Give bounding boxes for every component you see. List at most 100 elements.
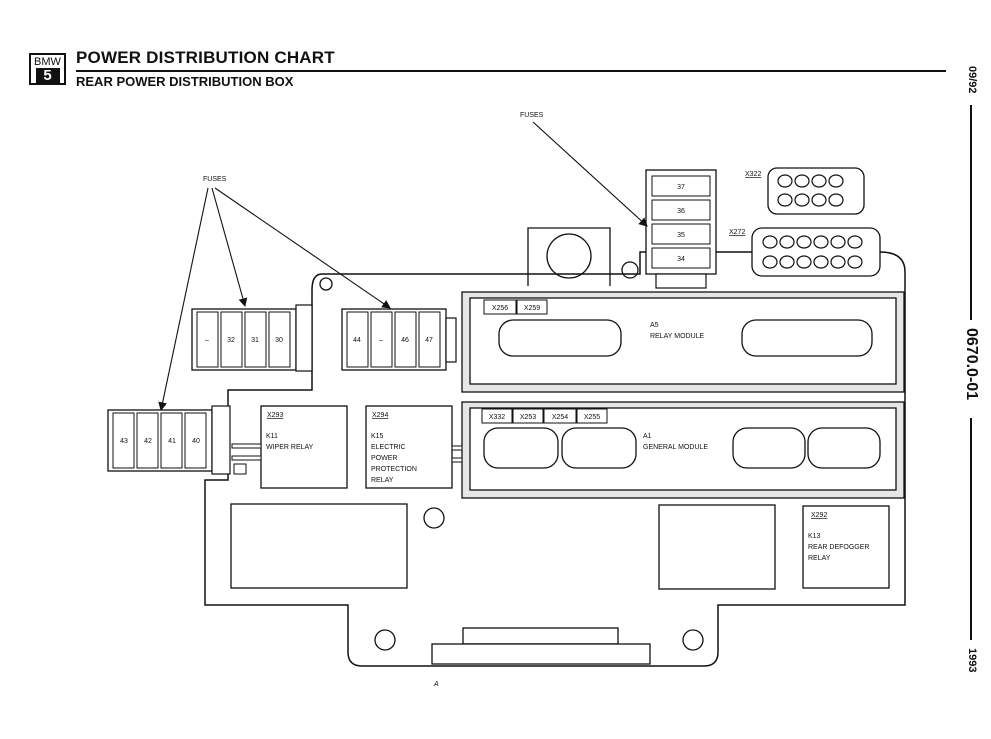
- connector-x272-label: X272: [729, 229, 745, 236]
- header-rule: [76, 70, 946, 72]
- general-module-socket-3: [732, 427, 806, 469]
- bottom-connector-base: [431, 643, 651, 665]
- defogger-relay-line-1: REAR DEFOGGER: [808, 544, 869, 551]
- fuse-36: 36: [677, 208, 685, 215]
- relay-module-tag-box: [516, 299, 548, 315]
- fuse-b-2: –: [379, 337, 383, 344]
- epp-relay-line-4: RELAY: [371, 477, 394, 484]
- general-module-socket-4: [807, 427, 881, 469]
- fuse-block-b: [341, 308, 447, 371]
- fuse-stack-foot: [655, 273, 707, 289]
- general-module-socket-2: [561, 427, 637, 469]
- fuse-block-c-slots: [112, 412, 207, 469]
- relay-module-socket-left: [498, 319, 622, 357]
- margin-line-2: [970, 418, 972, 640]
- page-title: POWER DISTRIBUTION CHART: [76, 48, 335, 67]
- general-module-tag-x255: X255: [584, 414, 600, 421]
- relay-module-id: A5: [650, 322, 659, 329]
- general-module-id: A1: [643, 433, 652, 440]
- fuses-callout-top: FUSES: [520, 112, 544, 119]
- fuse-46: 46: [401, 337, 409, 344]
- bmw-logo: BMW 5: [29, 53, 66, 85]
- epp-relay-line-1: ELECTRIC: [371, 444, 406, 451]
- epp-relay-line-2: POWER: [371, 455, 397, 462]
- connector-x272-pins: [762, 235, 863, 269]
- fuse-block-b-slots: [346, 311, 441, 368]
- relay-module-tag-x256: X256: [492, 305, 508, 312]
- general-module-tag-x254: X254: [552, 414, 568, 421]
- fuse-block-b-tab: [445, 317, 457, 363]
- margin-line-1: [970, 105, 972, 320]
- general-module-socket-1: [483, 427, 559, 469]
- bottom-connector: [462, 627, 619, 645]
- fuse-a-1: –: [205, 337, 209, 344]
- general-module-name: GENERAL MODULE: [643, 444, 708, 451]
- blank-socket-right: [658, 504, 776, 590]
- wiper-relay-id: K11: [266, 433, 278, 440]
- general-module-tag-x253: X253: [520, 414, 536, 421]
- defogger-relay-id: K13: [808, 533, 821, 540]
- fuses-arrow-b: [214, 187, 391, 309]
- general-module-tag-box: [543, 408, 577, 424]
- relay-module-tag-box: [483, 299, 517, 315]
- mount-hole: [621, 261, 639, 279]
- fuse-47: 47: [425, 337, 433, 344]
- mount-hole: [682, 629, 704, 651]
- footnote-mark: A: [433, 681, 439, 688]
- fuses-arrow-c: [158, 187, 209, 412]
- mount-hole: [423, 507, 445, 529]
- fuse-stack-slots: [651, 175, 711, 269]
- fuse-block-c: [107, 409, 213, 472]
- general-module-tag-box: [512, 408, 544, 424]
- fuse-42: 42: [144, 438, 152, 445]
- connector-x272: [751, 227, 881, 277]
- epp-relay-pins: [451, 445, 463, 463]
- fuse-41: 41: [168, 438, 176, 445]
- fuse-block-a: [191, 308, 297, 371]
- fuses-callout-left: FUSES: [203, 176, 227, 183]
- epp-relay-id: K15: [371, 433, 384, 440]
- fuse-37: 37: [677, 184, 685, 191]
- epp-relay: [365, 405, 453, 489]
- fuse-40: 40: [192, 438, 200, 445]
- relay-module-name: RELAY MODULE: [650, 333, 705, 340]
- general-module-tag-box: [481, 408, 513, 424]
- fuse-35: 35: [677, 232, 685, 239]
- defogger-relay-line-2: RELAY: [808, 555, 831, 562]
- fuse-block-a-slots: [196, 311, 291, 368]
- fuse-30: 30: [275, 337, 283, 344]
- fuse-44: 44: [353, 337, 361, 344]
- connector-x322-label: X322: [745, 171, 761, 178]
- general-module-tag-x332: X332: [489, 414, 505, 421]
- fuse-block-c-tab: [211, 405, 231, 475]
- housing-outline: [204, 251, 906, 667]
- general-module-tag-box: [576, 408, 608, 424]
- fuse-32: 32: [227, 337, 235, 344]
- logo-brand: BMW: [34, 56, 61, 68]
- fuse-34: 34: [677, 256, 685, 263]
- stud-post-ring: [546, 233, 592, 279]
- defogger-relay-tag: X292: [811, 512, 827, 519]
- wiper-relay-tag: X293: [267, 412, 283, 419]
- relay-module-socket-right: [741, 319, 873, 357]
- fuses-arrow-top: [532, 121, 648, 227]
- epp-relay-tag: X294: [372, 412, 388, 419]
- connector-x322-pins: [777, 174, 844, 207]
- mount-hole: [374, 629, 396, 651]
- relay-module-tag-x259: X259: [524, 305, 540, 312]
- stud-post: [527, 227, 611, 286]
- epp-relay-line-3: PROTECTION: [371, 466, 417, 473]
- wiper-relay-pins: [231, 443, 262, 475]
- fuse-43: 43: [120, 438, 128, 445]
- logo-series: 5: [35, 68, 60, 83]
- wiper-relay: [260, 405, 348, 489]
- blank-socket-left: [230, 503, 408, 589]
- defogger-relay: [802, 505, 890, 589]
- fuses-arrow-a: [211, 187, 248, 308]
- fuse-block-a-tab: [295, 304, 313, 372]
- fuse-31: 31: [251, 337, 259, 344]
- mount-hole: [319, 277, 333, 291]
- page-subtitle: REAR POWER DISTRIBUTION BOX: [76, 74, 294, 89]
- wiper-relay-name: WIPER RELAY: [266, 444, 314, 451]
